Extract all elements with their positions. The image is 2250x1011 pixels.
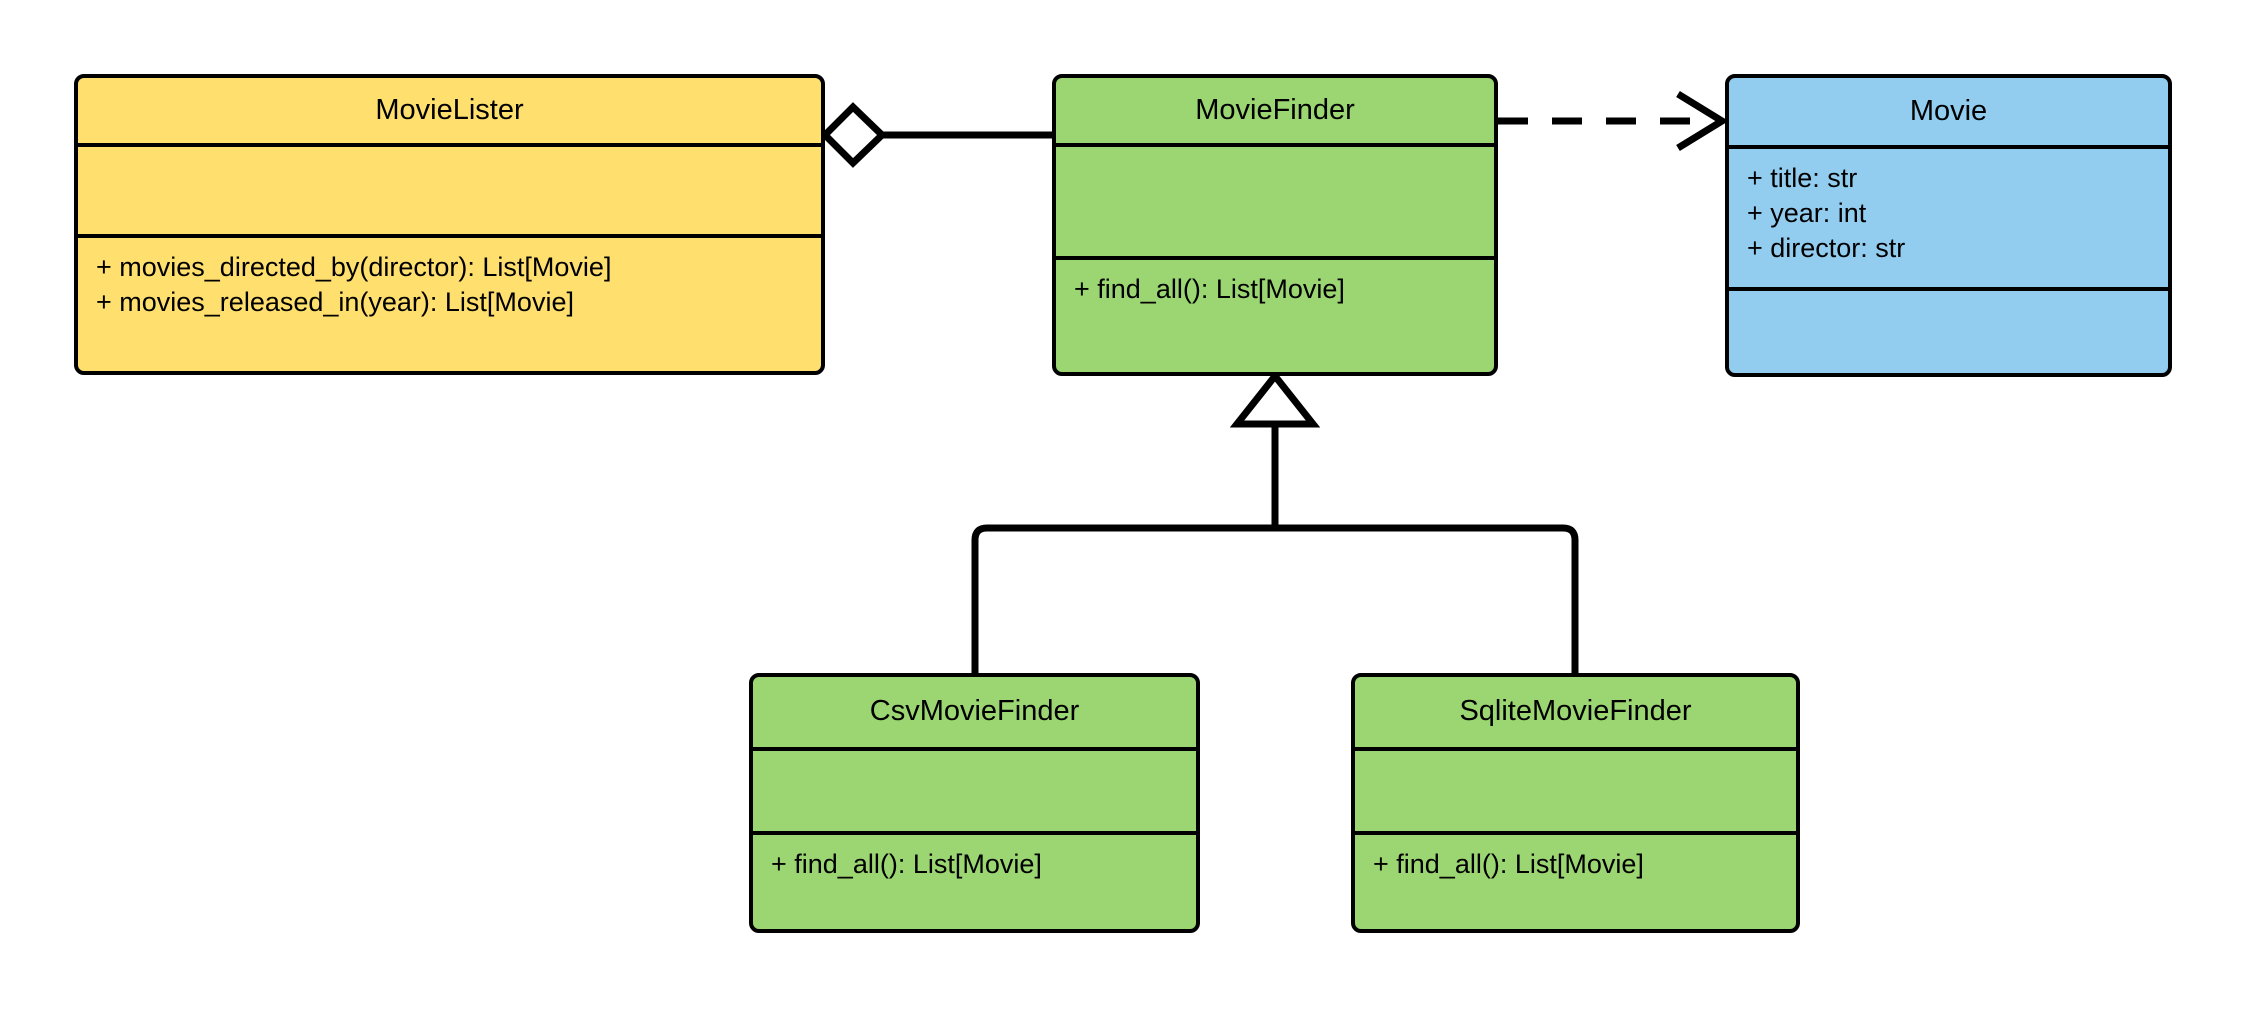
class-name-sqlitemoviefinder: SqliteMovieFinder <box>1459 695 1692 728</box>
class-attributes-movielister <box>78 143 821 234</box>
generalization-branch-path <box>971 524 1579 673</box>
class-methods-moviefinder: + find_all(): List[Movie] <box>1056 256 1494 372</box>
class-box-csvmoviefinder[interactable]: CsvMovieFinder + find_all(): List[Movie] <box>749 673 1200 933</box>
class-methods-movielister: + movies_directed_by(director): List[Mov… <box>78 234 821 371</box>
class-name-moviefinder: MovieFinder <box>1195 93 1355 126</box>
edge-dependency-moviefinder-movie[interactable] <box>1498 91 1729 151</box>
method-line: + find_all(): List[Movie] <box>1373 849 1644 879</box>
attribute-line: + year: int <box>1747 198 1867 229</box>
method-line: + find_all(): List[Movie] <box>771 849 1042 879</box>
class-box-sqlitemoviefinder[interactable]: SqliteMovieFinder + find_all(): List[Mov… <box>1351 673 1800 933</box>
attribute-line: + director: str <box>1747 233 1906 264</box>
method-line: + movies_directed_by(director): List[Mov… <box>96 252 612 282</box>
class-methods-sqlitemoviefinder: + find_all(): List[Movie] <box>1355 831 1796 929</box>
class-methods-csvmoviefinder: + find_all(): List[Movie] <box>753 831 1196 929</box>
method-line: + find_all(): List[Movie] <box>1074 274 1345 304</box>
class-name-csvmoviefinder: CsvMovieFinder <box>869 695 1080 728</box>
attribute-line: + title: str <box>1747 163 1858 193</box>
method-line: + movies_released_in(year): List[Movie] <box>96 287 574 318</box>
edge-aggregation-movielister-moviefinder[interactable] <box>820 102 1052 168</box>
class-attributes-csvmoviefinder <box>753 747 1196 831</box>
class-name-movie: Movie <box>1909 94 1988 127</box>
class-box-movielister[interactable]: MovieLister + movies_directed_by(directo… <box>74 74 825 375</box>
hollow-diamond-marker <box>820 102 888 168</box>
hollow-triangle-marker <box>1229 370 1321 428</box>
class-methods-movie <box>1729 287 2168 373</box>
class-attributes-moviefinder <box>1056 143 1494 256</box>
open-arrow-marker <box>1676 91 1729 151</box>
class-attributes-movie: + title: str + year: int + director: str <box>1729 145 2168 287</box>
class-name-movielister: MovieLister <box>375 93 524 126</box>
class-box-movie[interactable]: Movie + title: str + year: int + directo… <box>1725 74 2172 377</box>
edge-generalization-tree[interactable] <box>971 370 1579 673</box>
class-box-moviefinder[interactable]: MovieFinder + find_all(): List[Movie] <box>1052 74 1498 376</box>
class-attributes-sqlitemoviefinder <box>1355 747 1796 831</box>
